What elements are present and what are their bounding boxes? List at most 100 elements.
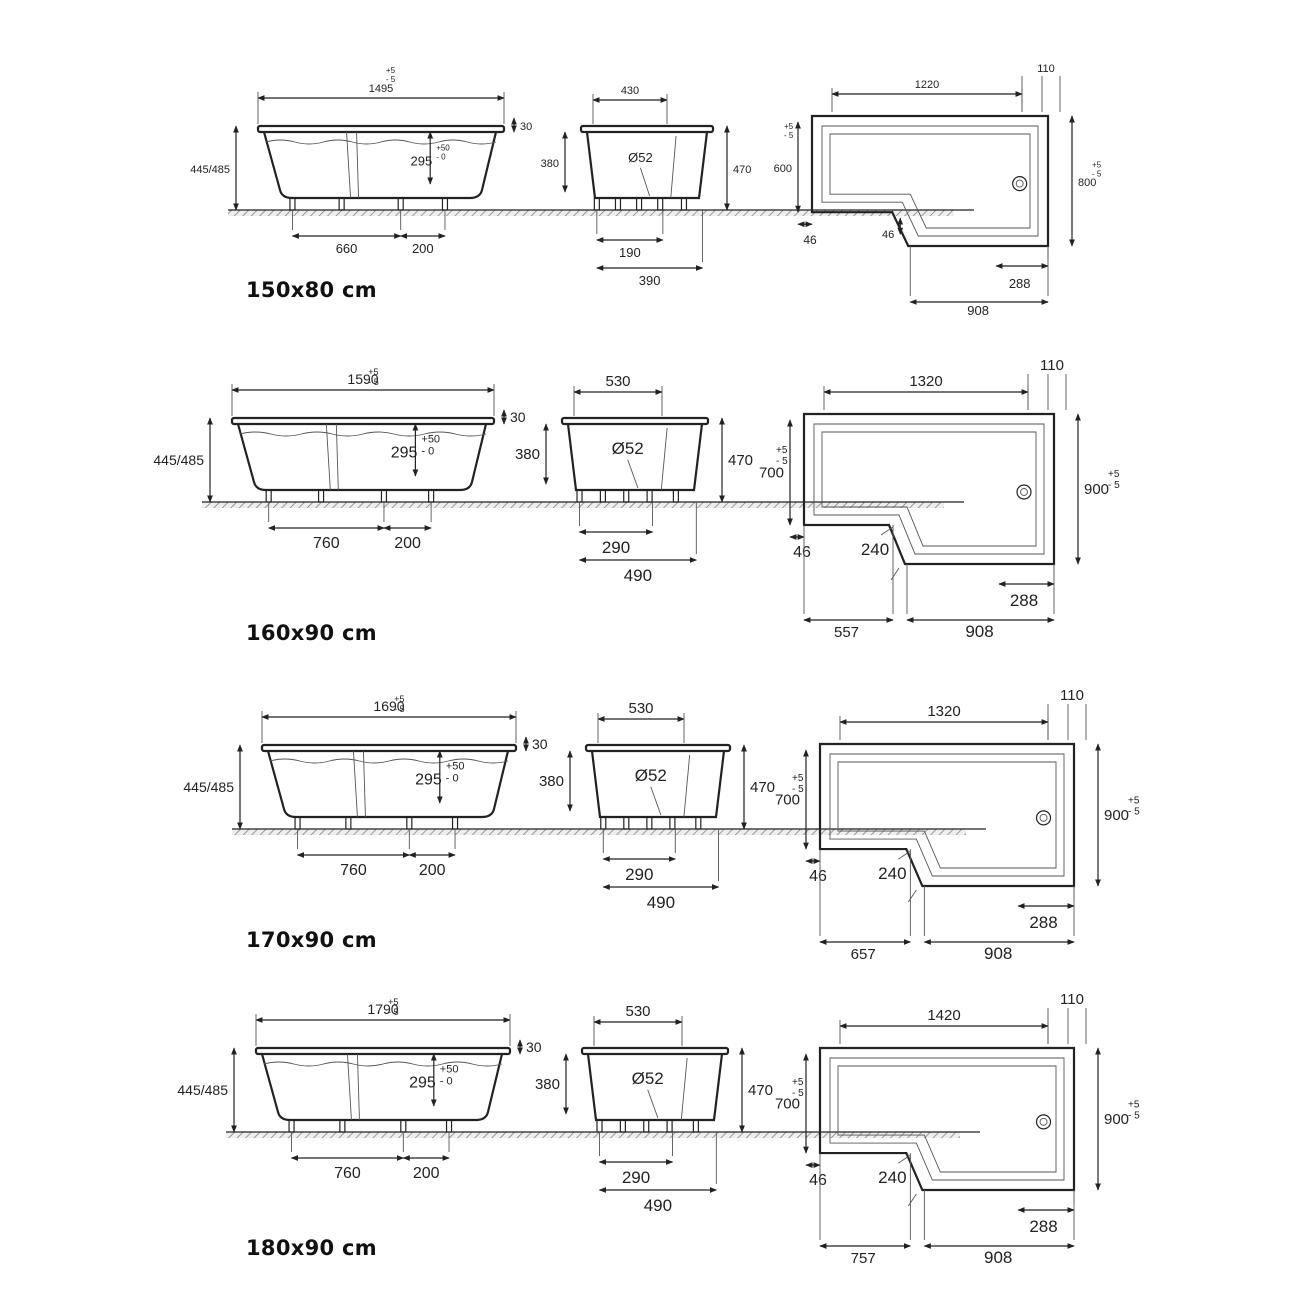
tolerance-label: +5: [784, 122, 794, 131]
tolerance-label: - 5: [368, 377, 379, 387]
support-leg: [294, 816, 301, 830]
step-leader: [898, 850, 911, 860]
drain-offset-label: 288: [1010, 591, 1038, 610]
tolerance-label: - 5: [386, 75, 396, 84]
base-length-label: 908: [984, 1248, 1012, 1267]
dimension-label: 380: [539, 773, 564, 790]
tub-body: [260, 1053, 504, 1122]
tolerance-label: +5: [792, 1077, 804, 1088]
tub-rim: [254, 1046, 512, 1056]
drain-hole: [1016, 484, 1032, 500]
support-leg: [614, 197, 622, 211]
support-leg: [646, 816, 653, 830]
tub-body: [236, 423, 488, 492]
tolerance-label: +5: [388, 997, 398, 1007]
end-outer-width: 390: [639, 273, 661, 288]
tolerance-label: +5: [1128, 795, 1140, 806]
rim-width-label: 46: [809, 868, 827, 885]
narrow-length-label: 557: [834, 624, 859, 641]
dimension-label: 900: [1084, 481, 1109, 498]
water-line: [265, 139, 497, 145]
support-leg: [599, 489, 606, 503]
dimension-label: 700: [775, 792, 800, 809]
tolerance-label: +5: [394, 694, 404, 704]
dimension-label: 445/485: [190, 164, 230, 176]
support-leg: [669, 816, 676, 830]
tub-divider: [362, 750, 366, 818]
dimension-label: 1690: [373, 698, 404, 714]
plan-basin: [837, 1065, 1057, 1173]
dimension-label: 30: [532, 736, 548, 752]
end-inner-width: 290: [625, 865, 653, 884]
end-inner-line: [660, 427, 668, 491]
water-line: [263, 1061, 503, 1067]
end-rim: [579, 124, 715, 134]
support-leg: [317, 489, 325, 503]
dimension-label: 380: [515, 446, 540, 463]
dimension-label: 295: [391, 445, 418, 462]
plan-inner-rim: [829, 753, 1065, 877]
base-length-label: 908: [967, 303, 989, 318]
drain-leader: [627, 459, 639, 489]
dimension-label: 1495: [369, 83, 393, 95]
dimension-label: 445/485: [183, 779, 234, 795]
dimension-label: 30: [510, 409, 526, 425]
floor-hatch: [226, 1132, 960, 1138]
tolerance-label: - 0: [440, 1075, 453, 1087]
support-leg: [288, 1119, 295, 1133]
tolerance-label: +5: [792, 773, 804, 784]
step-label: 240: [861, 540, 889, 559]
support-leg: [600, 816, 607, 830]
tolerance-label: - 5: [1092, 170, 1102, 179]
tub-body: [266, 750, 510, 819]
dimension-label: 530: [628, 700, 653, 717]
end-body: [566, 423, 704, 492]
support-leg: [593, 197, 600, 211]
dimension-label: 295: [415, 772, 442, 789]
support-leg: [623, 489, 630, 503]
tolerance-label: +5: [776, 445, 788, 456]
end-rim: [560, 416, 710, 426]
plan-outline: [810, 114, 1050, 248]
support-leg: [596, 1119, 603, 1133]
support-leg: [289, 197, 296, 211]
offset-label: 110: [1060, 991, 1084, 1008]
drain-hole: [1012, 176, 1028, 192]
rim-width-label: 46: [809, 1172, 827, 1189]
drain-hole: [1015, 179, 1024, 188]
support-leg: [695, 816, 702, 830]
end-rim: [580, 1046, 730, 1056]
tub-divider: [346, 131, 352, 199]
plan-inner-rim: [821, 125, 1039, 237]
dimension-label: 1590: [347, 371, 378, 387]
offset-label: 110: [1037, 63, 1055, 75]
tolerance-label: - 5: [776, 456, 788, 467]
drain-offset-label: 288: [1029, 913, 1057, 932]
leg-spacing-label: 760: [340, 862, 367, 879]
dimension-label: 295: [410, 154, 432, 169]
support-leg: [643, 1119, 650, 1133]
size-label-160x90: 160x90 cm: [246, 621, 377, 645]
tolerance-label: - 5: [792, 784, 804, 795]
tolerance-label: - 5: [1128, 1110, 1140, 1121]
tub-divider: [325, 423, 331, 491]
support-leg: [623, 816, 630, 830]
step-leader: [907, 1193, 917, 1207]
dimension-label: 530: [625, 1003, 650, 1020]
drain-offset-label: 288: [1029, 1217, 1057, 1236]
end-outer-width: 490: [624, 566, 652, 585]
dimension-label: 530: [605, 373, 630, 390]
support-leg: [400, 1119, 407, 1133]
step-label: 46: [882, 229, 894, 241]
plan-outline: [802, 412, 1056, 566]
tolerance-label: +50: [440, 1063, 459, 1075]
end-body: [590, 750, 726, 819]
end-inner-width: 190: [619, 245, 641, 260]
end-inner-line: [683, 754, 691, 818]
